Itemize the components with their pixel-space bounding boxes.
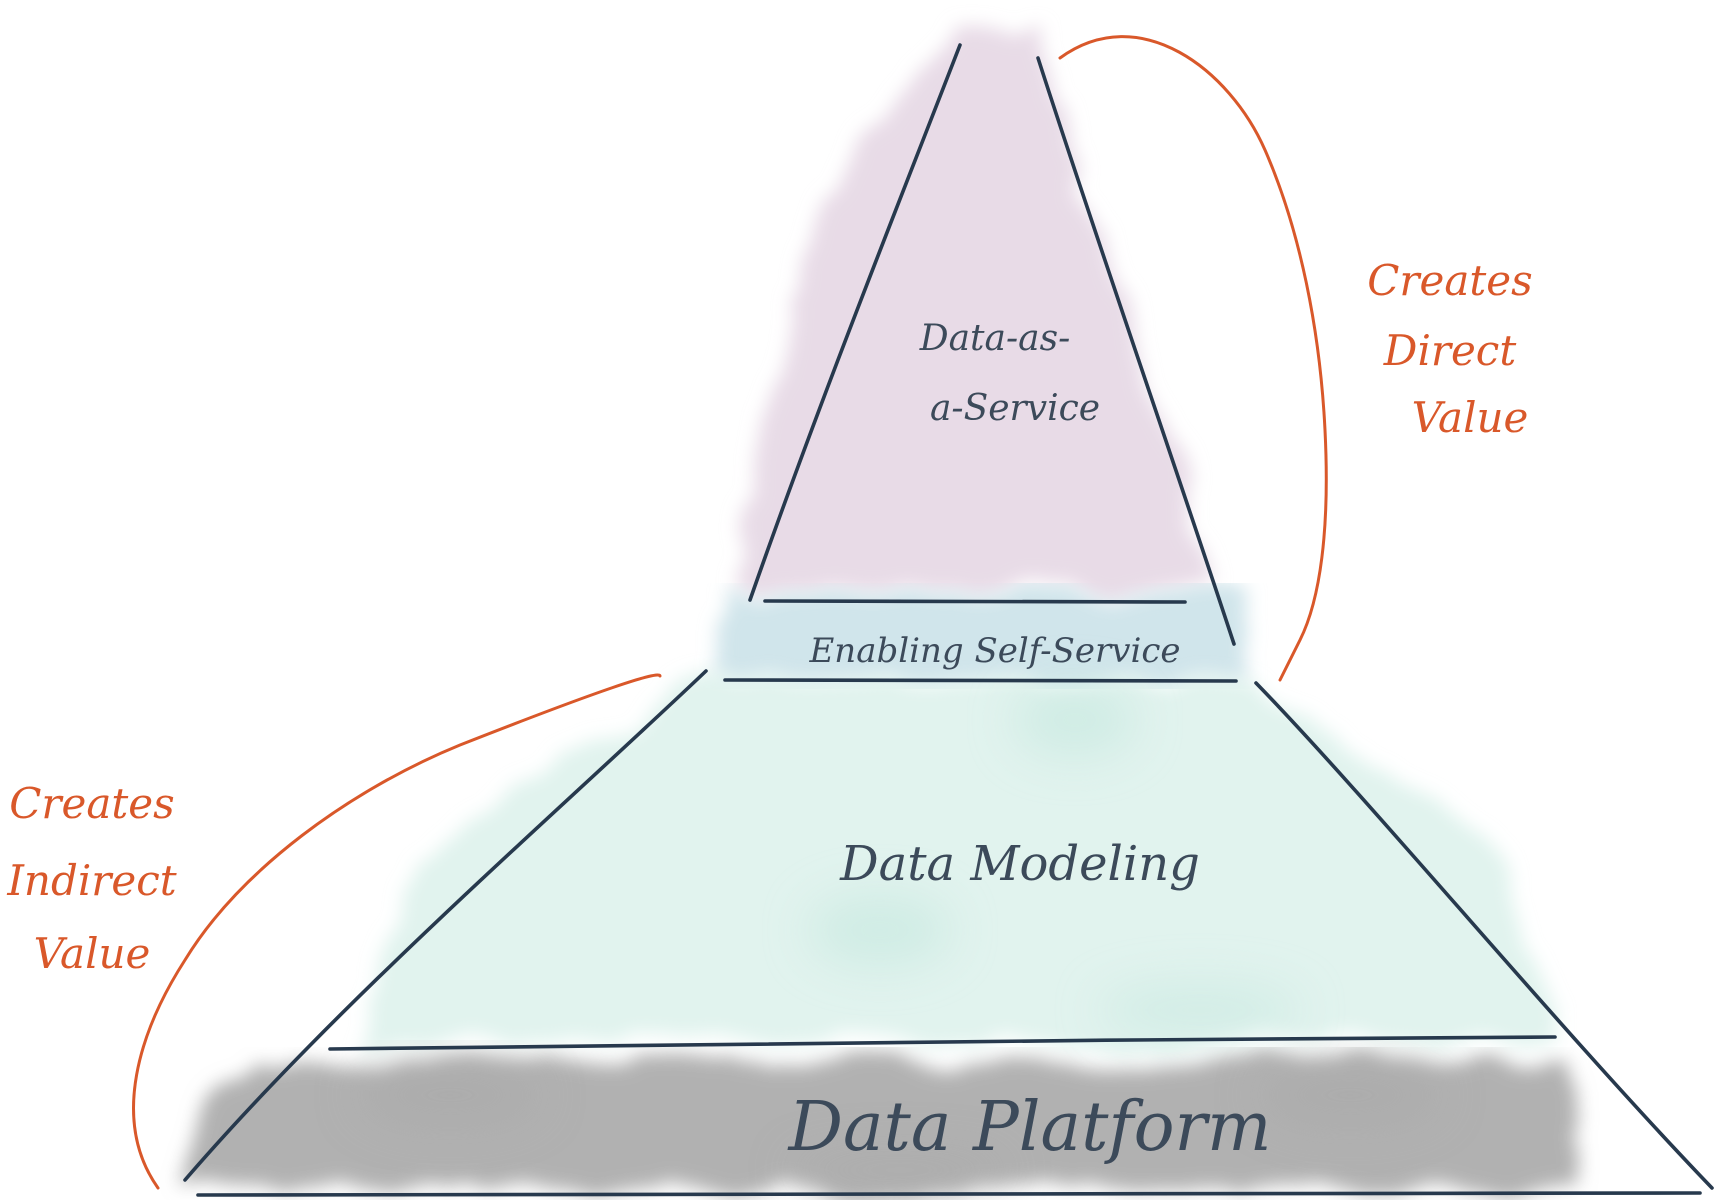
top-left-edge [748,43,962,602]
direct-value-annotation-line2: Direct [1383,326,1517,375]
platform-tier-label: Data Platform [786,1088,1271,1167]
base-line [196,1191,1702,1197]
top-right-edge [1036,56,1236,646]
self-service-tier-label: Enabling Self-Service [808,631,1180,671]
direct-value-annotation-line3: Value [1412,393,1529,442]
direct-value-bracket [1058,35,1328,682]
self-service-wash [720,592,1250,680]
indirect-value-annotation-line2: Indirect [6,856,176,905]
direct-value-annotation-line1: Creates [1367,256,1532,305]
self-service-bottom-line [723,678,1238,683]
platform-top-line [328,1035,1557,1051]
top-tier-label-line1: Data-as- [919,318,1071,359]
indirect-value-bracket [132,673,662,1190]
pyramid-outline [183,43,1714,1197]
tier-labels: Data-as- a-Service Enabling Self-Service… [786,318,1271,1167]
indirect-value-annotation-line1: Creates [9,779,174,828]
platform-wash-blotches [360,1065,1440,1188]
bottom-left-edge [183,669,708,1182]
self-service-top-line [763,599,1187,604]
annotation-brackets [132,35,1328,1190]
bottom-right-edge [1254,681,1714,1190]
side-annotations: Creates Direct Value Creates Indirect Va… [6,256,1532,978]
top-tier-label-line2: a-Service [930,388,1100,429]
modeling-wash-blotches [810,685,1300,1035]
top-tier-wash [740,30,1215,590]
indirect-value-annotation-line3: Value [34,929,151,978]
watercolor-washes [180,30,1580,1190]
modeling-wash [360,680,1560,1040]
modeling-tier-label: Data Modeling [839,836,1200,892]
